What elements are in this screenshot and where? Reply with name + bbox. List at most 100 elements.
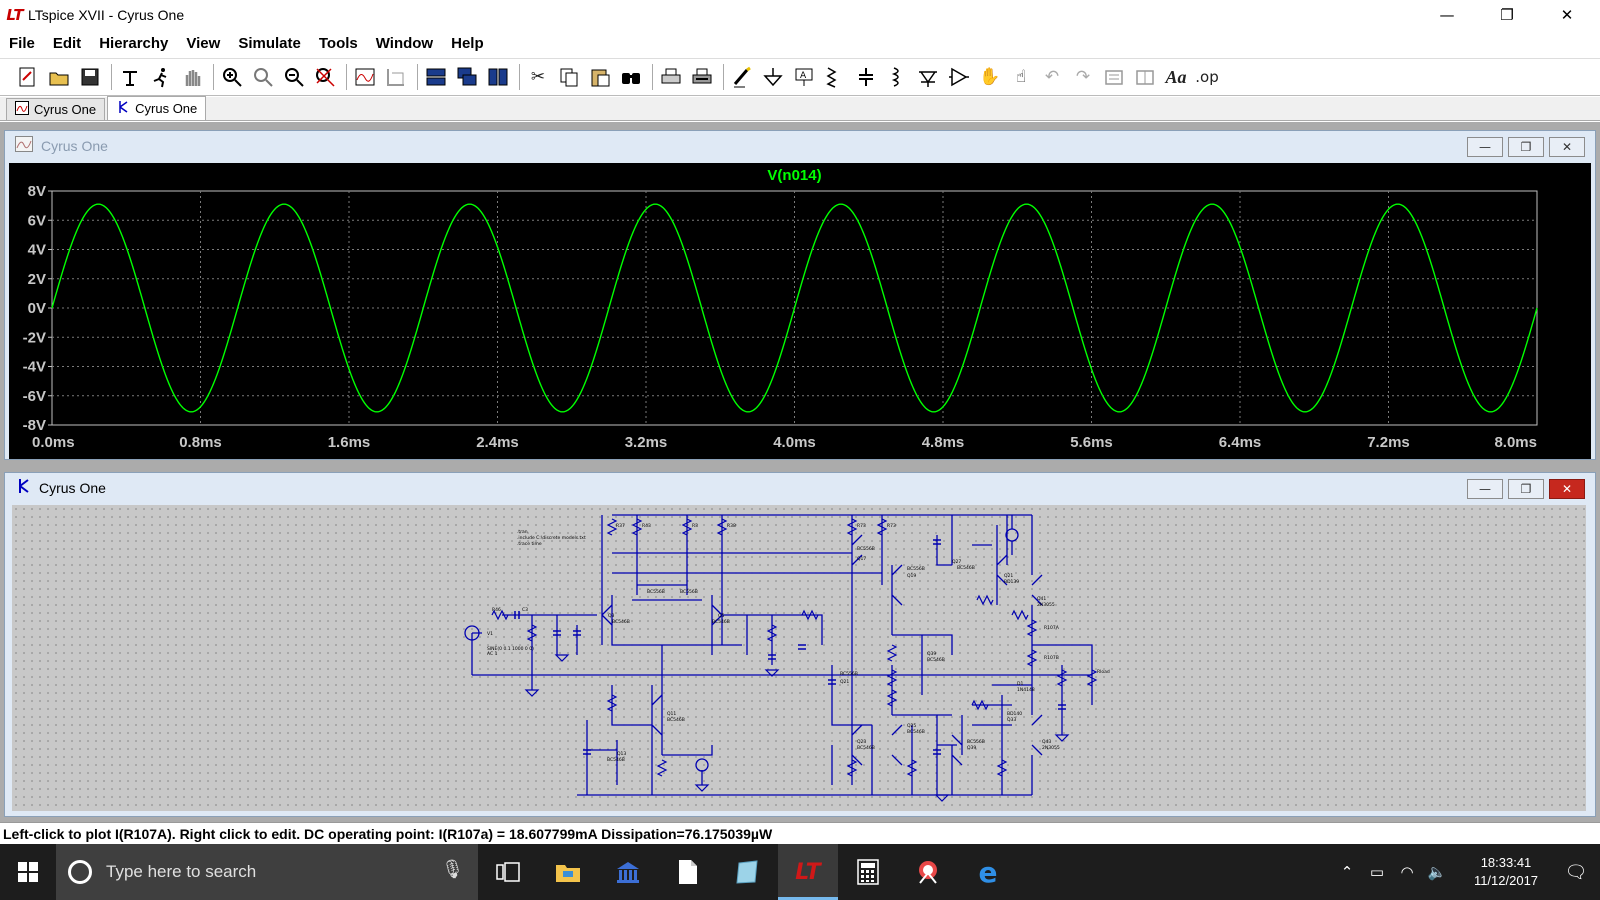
component-icon[interactable]	[945, 63, 973, 91]
mirror-icon[interactable]	[1131, 63, 1159, 91]
autorange-icon[interactable]	[351, 63, 379, 91]
zoom-out-icon[interactable]	[280, 63, 308, 91]
ground-icon[interactable]	[759, 63, 787, 91]
svg-text:Q23: Q23	[857, 739, 866, 745]
drag-icon[interactable]: ☝	[1015, 67, 1027, 87]
tab-waveform[interactable]: Cyrus One	[6, 98, 106, 120]
ltspice-icon[interactable]: LT	[778, 844, 838, 900]
svg-text:R37: R37	[616, 523, 625, 529]
y-tick-label: -2V	[23, 329, 46, 346]
svg-text:.include C:\discrete models.tx: .include C:\discrete models.txt	[517, 535, 586, 541]
system-tray: ⌃ ▭ ◠ 🔈 18:33:41 11/12/2017 🗨	[1332, 844, 1600, 900]
grid-icon[interactable]	[382, 63, 410, 91]
zoom-fit-icon[interactable]	[311, 63, 339, 91]
svg-text:Q41: Q41	[1037, 596, 1046, 602]
tab-schematic[interactable]: Cyrus One	[107, 96, 207, 120]
plot-maximize-button[interactable]: ❐	[1508, 137, 1544, 157]
new-schematic-icon[interactable]	[14, 63, 42, 91]
menu-window[interactable]: Window	[375, 34, 434, 52]
svg-text:Rload: Rload	[1097, 669, 1110, 675]
schematic-window-titlebar[interactable]: Cyrus One	[5, 473, 1595, 503]
menu-tools[interactable]: Tools	[318, 34, 358, 52]
svg-text:BC546B: BC546B	[712, 619, 730, 625]
svg-text:Q21: Q21	[840, 679, 849, 685]
schematic-minimize-button[interactable]: —	[1467, 479, 1503, 499]
diode-icon[interactable]	[914, 63, 942, 91]
menu-hierarchy[interactable]: Hierarchy	[99, 34, 169, 52]
text-icon[interactable]: Aa	[1165, 66, 1187, 87]
clock-date: 11/12/2017	[1473, 873, 1539, 888]
wire-icon[interactable]	[728, 63, 756, 91]
resistor-icon[interactable]	[821, 63, 849, 91]
menu-view[interactable]: View	[186, 34, 221, 52]
zoom-pan-icon[interactable]	[249, 63, 277, 91]
volume-icon[interactable]: 🔈	[1427, 863, 1447, 881]
file-explorer-icon[interactable]	[538, 844, 598, 900]
x-tick-label: 3.2ms	[625, 434, 668, 451]
wifi-icon[interactable]: ◠	[1400, 863, 1414, 881]
snipping-icon[interactable]	[898, 844, 958, 900]
battery-icon[interactable]: ▭	[1369, 863, 1385, 881]
task-view-icon[interactable]	[478, 844, 538, 900]
menu-help[interactable]: Help	[451, 34, 484, 52]
label-icon[interactable]: A	[790, 63, 818, 91]
zoom-in-icon[interactable]	[218, 63, 246, 91]
minimize-button[interactable]: —	[1439, 6, 1455, 24]
document-icon[interactable]	[658, 844, 718, 900]
print-icon[interactable]	[657, 63, 685, 91]
maximize-button[interactable]: ❐	[1500, 6, 1514, 24]
redo-icon[interactable]: ↷	[1075, 67, 1091, 87]
taskbar-search-box[interactable]: Type here to search 🎙	[56, 844, 478, 900]
svg-text:Q27: Q27	[952, 559, 961, 565]
svg-text:R73: R73	[857, 523, 866, 529]
halt-icon[interactable]	[178, 63, 206, 91]
find-icon[interactable]	[617, 63, 645, 91]
menu-edit[interactable]: Edit	[52, 34, 82, 52]
plot-close-button[interactable]: ✕	[1549, 137, 1585, 157]
close-button[interactable]: ✕	[1560, 6, 1574, 24]
paste-icon[interactable]	[586, 63, 614, 91]
notepad-icon[interactable]	[718, 844, 778, 900]
plot-minimize-button[interactable]: —	[1467, 137, 1503, 157]
start-button[interactable]	[0, 844, 56, 900]
menu-bar: File Edit Hierarchy View Simulate Tools …	[0, 30, 1600, 56]
open-icon[interactable]	[45, 63, 73, 91]
svg-text:BC546B: BC546B	[667, 717, 685, 723]
plot-window-titlebar[interactable]: Cyrus One	[5, 131, 1595, 161]
print-setup-icon[interactable]	[688, 63, 716, 91]
schematic-window[interactable]: Cyrus One — ❐ ✕	[4, 472, 1596, 817]
schematic-close-button[interactable]: ✕	[1549, 479, 1585, 499]
svg-text:Q25: Q25	[907, 723, 916, 729]
microphone-icon[interactable]: 🎙	[441, 859, 464, 880]
amplifier-schematic[interactable]: .tran .include C:\discrete models.txt .t…	[12, 505, 1586, 811]
calculator-icon[interactable]	[838, 844, 898, 900]
inductor-icon[interactable]	[883, 63, 911, 91]
schematic-canvas[interactable]: .tran .include C:\discrete models.txt .t…	[12, 505, 1586, 811]
action-center-icon[interactable]: 🗨	[1564, 861, 1588, 883]
schematic-maximize-button[interactable]: ❐	[1508, 479, 1544, 499]
capacitor-icon[interactable]	[852, 63, 880, 91]
copy-icon[interactable]	[555, 63, 583, 91]
clock[interactable]: 18:33:41 11/12/2017	[1460, 854, 1552, 890]
cascade-icon[interactable]	[453, 63, 481, 91]
save-icon[interactable]	[76, 63, 104, 91]
control-panel-icon[interactable]	[116, 63, 144, 91]
edge-icon[interactable]: e	[978, 855, 998, 889]
library-icon[interactable]	[598, 844, 658, 900]
tile-vertical-icon[interactable]	[484, 63, 512, 91]
tile-horizontal-icon[interactable]	[422, 63, 450, 91]
move-icon[interactable]: ✋	[979, 67, 1001, 87]
undo-icon[interactable]: ↶	[1044, 67, 1060, 87]
spice-directive-icon[interactable]: .op	[1195, 68, 1219, 86]
run-icon[interactable]	[147, 63, 175, 91]
cut-icon[interactable]: ✂	[530, 67, 546, 87]
cortana-icon	[68, 860, 92, 884]
show-hidden-icons-icon[interactable]: ⌃	[1340, 863, 1354, 881]
menu-file[interactable]: File	[9, 34, 35, 52]
menu-simulate[interactable]: Simulate	[238, 34, 301, 52]
rotate-icon[interactable]	[1100, 63, 1128, 91]
svg-text:2N3055: 2N3055	[1037, 602, 1055, 608]
